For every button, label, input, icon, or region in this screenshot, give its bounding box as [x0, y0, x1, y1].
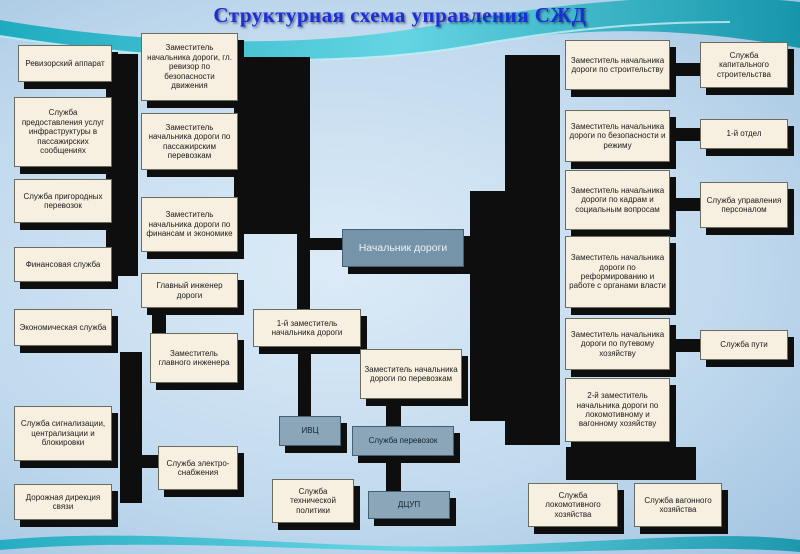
node-zam-po-perevozkam: Заместитель начальника дороги по перевоз…: [360, 349, 462, 399]
connector-perevozki-stub-2: [386, 455, 401, 492]
connector-right-stub-4: [668, 339, 702, 352]
connector-right-block: [470, 191, 560, 421]
connector-center-block: [234, 57, 310, 234]
node-dorozhnaya-direktsiya-svyazi: Дорожная дирекция связи: [14, 484, 112, 520]
node-zam-glavny-revizor: Заместитель начальника дороги, гл. ревиз…: [141, 33, 238, 101]
node-sluzhba-uslug-infrastruktury: Служба предоставления услуг инфраструкту…: [14, 97, 112, 167]
node-zam-reformirovaniyu: Заместитель начальника дороги по реформи…: [565, 236, 670, 308]
connector-right-stub-1: [668, 63, 702, 76]
node-sluzhba-elektrosnabzheniya: Служба электро-снабжения: [158, 446, 238, 490]
node-nachalnik-dorogi: Начальник дороги: [342, 229, 464, 267]
node-sluzhba-perevozok: Служба перевозок: [352, 426, 454, 456]
connector-block-to-chief: [310, 238, 342, 250]
node-zam-stroitelstvu: Заместитель начальника дороги по строите…: [565, 40, 670, 90]
connector-first-zam-to-ivc: [298, 347, 311, 416]
node-sluzhba-signalizatsii: Служба сигнализации, централизации и бло…: [14, 406, 112, 461]
node-vtoroy-zamestitel: 2-й заместитель начальника дороги по лок…: [565, 378, 670, 442]
node-ekonomicheskaya-sluzhba: Экономическая служба: [14, 309, 112, 346]
node-zam-finansam-ekonomike: Заместитель начальника дороги по финанса…: [141, 197, 238, 252]
node-finansovaya-sluzhba: Финансовая служба: [14, 247, 112, 282]
node-dcup: ДЦУП: [368, 491, 450, 519]
node-sluzhba-upravleniya-personalom: Служба управления персоналом: [700, 182, 788, 228]
node-zam-kadram-sotsialnym: Заместитель начальника дороги по кадрам …: [565, 170, 670, 230]
node-perviy-zamestitel: 1-й заместитель начальника дороги: [253, 309, 361, 347]
node-zam-passazhirskim-perevozkam: Заместитель начальника дороги по пассажи…: [141, 113, 238, 170]
node-zam-putevomu-khozyaystvu: Заместитель начальника дороги по путевом…: [565, 318, 670, 370]
node-perviy-otdel: 1-й отдел: [700, 119, 788, 149]
node-zam-bezopasnosti-rezhimu: Заместитель начальника дороги по безопас…: [565, 110, 670, 162]
node-zam-glavnogo-inzhenera: Заместитель главного инженера: [150, 333, 238, 383]
connector-perevozki-stub-1: [386, 398, 401, 427]
node-sluzhba-prigorodnykh: Служба пригородных перевозок: [14, 179, 112, 223]
connector-right-stub-3: [668, 198, 702, 211]
node-sluzhba-tekhnicheskoy-politiki: Служба технической политики: [272, 479, 354, 523]
node-sluzhba-lokomotivnogo: Служба локомотивного хозяйства: [528, 483, 618, 527]
node-glavny-inzhener: Главный инженер дороги: [141, 273, 238, 308]
connector-first-zam-stub: [297, 234, 310, 309]
page-title: Структурная схема управления СЖД: [213, 3, 587, 27]
node-ivc: ИВЦ: [279, 416, 341, 446]
connector-lower-left-stub: [142, 455, 158, 468]
node-revizorsky-apparat: Ревизорский аппарат: [18, 45, 112, 82]
connector-right-stub-2: [668, 128, 702, 141]
connector-lower-left-trunk: [120, 352, 142, 503]
node-sluzhba-vagonnogo: Служба вагонного хозяйства: [634, 483, 722, 527]
node-sluzhba-puti: Служба пути: [700, 330, 788, 360]
connector-inzhener-stub: [152, 307, 166, 335]
node-sluzhba-kapstroitelstva: Служба капитального строительства: [700, 42, 788, 88]
connector-bottom-right-bar: [566, 447, 696, 480]
bottom-wave: [0, 535, 800, 553]
